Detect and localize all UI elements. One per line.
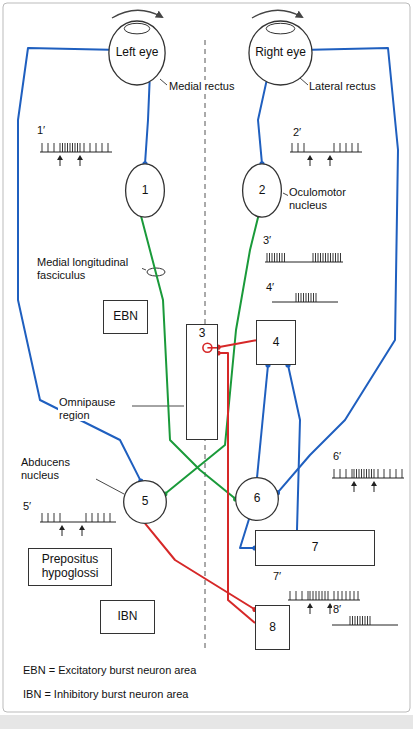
node-text: Prepositus hypoglossi (29, 553, 111, 581)
frame (3, 3, 410, 712)
oculomotor-nucleus: 2 (242, 163, 282, 218)
node-text: 8 (269, 621, 276, 635)
neural-pathway (141, 217, 236, 499)
leader-lines (94, 78, 308, 494)
node-label: EBN (113, 310, 138, 324)
prepositus-box: Prepositus hypoglossi (28, 548, 112, 586)
neural-pathway (258, 82, 266, 164)
omnipause-box: 3 (186, 324, 218, 440)
node-label: Right eye (255, 46, 306, 60)
neuron-soma (187, 325, 217, 439)
neural-pathway (165, 217, 258, 494)
burst-neuron-box: IBN (100, 600, 155, 634)
structure-label: Medial longitudinal fasciculus (36, 256, 142, 281)
muscle-label: Medial rectus (168, 80, 235, 93)
node-label: 2 (259, 184, 266, 198)
node-text: IBN (117, 610, 137, 624)
callout-number: 5′ (22, 500, 32, 513)
structure-label: Omnipause region (58, 396, 132, 421)
node-label: 3 (199, 327, 206, 341)
neural-pathway (218, 340, 256, 347)
callout-number: 6′ (332, 450, 342, 463)
burst-neuron-box: 4 (256, 320, 296, 365)
abducens-nucleus: 6 (235, 477, 279, 521)
bottom-band (0, 715, 413, 729)
neural-pathway (145, 82, 150, 164)
rotation-arrow (252, 10, 302, 18)
node-label: 8 (269, 621, 276, 635)
node-label: 7 (312, 541, 319, 555)
muscle-label: Lateral rectus (308, 80, 377, 93)
node-label: Left eye (116, 46, 159, 60)
node-text: 4 (273, 336, 280, 350)
abducens-nucleus: 5 (123, 480, 167, 524)
integrator-box: 7 (255, 530, 375, 566)
callout-number: 3′ (262, 234, 272, 247)
node-text: 3 (199, 327, 206, 341)
neural-pathway (277, 48, 398, 493)
node-label: 4 (273, 336, 280, 350)
burst-neuron-box: 8 (255, 605, 290, 650)
neural-pathway (257, 365, 268, 478)
burst-neuron-box: EBN (103, 300, 148, 334)
node-label: Prepositus hypoglossi (29, 553, 111, 581)
node-text: 2 (259, 184, 266, 198)
node-label: 6 (254, 492, 261, 506)
callout-number: 8′ (332, 603, 342, 616)
node-text: EBN (113, 310, 138, 324)
legend-note: IBN = Inhibitory burst neuron area (22, 688, 189, 701)
node-text: 6 (254, 492, 261, 506)
legend-note: EBN = Excitatory burst neuron area (22, 664, 197, 677)
neural-pathway (240, 519, 255, 548)
node-text: 7 (312, 541, 319, 555)
eye: Left eye (108, 20, 166, 86)
eye: Right eye (248, 20, 313, 86)
neural-pathway (145, 523, 255, 609)
neural-pathway (288, 365, 300, 530)
node-label: 1 (142, 184, 149, 198)
node-text: Left eye (116, 46, 159, 60)
structure-label: Oculomotor nucleus (288, 186, 370, 211)
node-label: IBN (117, 610, 137, 624)
callout-number: 4′ (265, 281, 275, 294)
callout-number: 1′ (36, 124, 46, 137)
callout-number: 7′ (272, 570, 282, 583)
callout-number: 2′ (292, 126, 302, 139)
oculomotor-nucleus: 1 (125, 163, 165, 218)
node-text: 5 (142, 495, 149, 509)
rotation-arrow (112, 10, 162, 18)
node-label: 5 (142, 495, 149, 509)
node-text: 1 (142, 184, 149, 198)
node-text: Right eye (255, 46, 306, 60)
structure-label: Abducens nucleus (20, 456, 96, 481)
